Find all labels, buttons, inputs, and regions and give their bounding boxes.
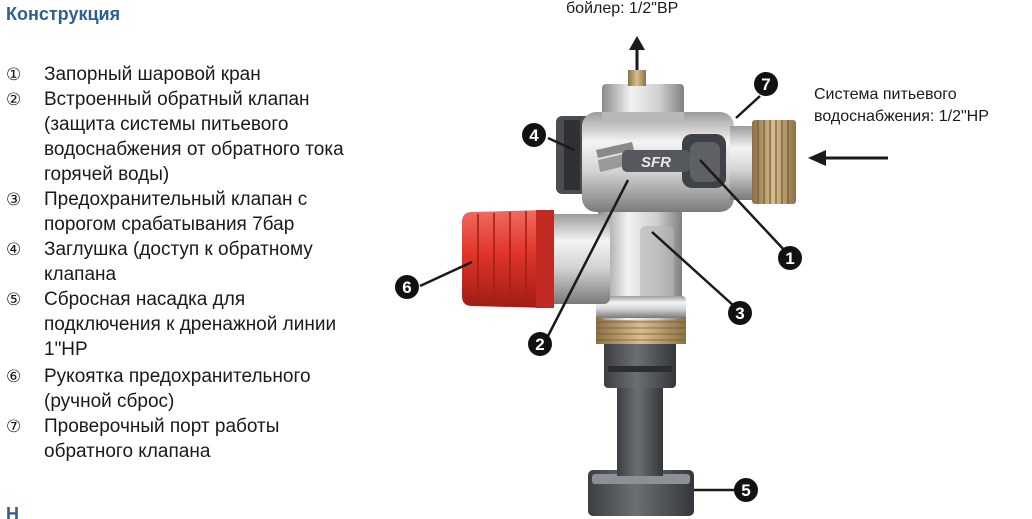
safety-valve-body bbox=[596, 196, 686, 320]
legend-text: Рукоятка предохранительного (ручной сбро… bbox=[44, 366, 311, 412]
callout-number: 6 bbox=[402, 278, 411, 297]
legend-marker: ⑦ bbox=[6, 417, 22, 436]
legend-marker: ④ bbox=[6, 240, 22, 259]
section-title: Конструкция bbox=[6, 4, 121, 24]
callout-number: 2 bbox=[535, 335, 544, 354]
legend-text: Запорный шаровой кран bbox=[44, 64, 261, 85]
callout-6: 6 bbox=[395, 275, 419, 299]
brand-tag-text: SFR bbox=[641, 154, 671, 171]
legend-marker: ⑥ bbox=[6, 367, 22, 386]
legend-item-1: ① Запорный шаровой кран bbox=[6, 62, 366, 87]
legend-item-5: ⑤ Сбросная насадка для подключения к дре… bbox=[6, 287, 366, 362]
leader-line-3 bbox=[651, 231, 735, 307]
legend-text: Проверочный порт работы обратного клапан… bbox=[44, 416, 280, 462]
legend-item-6: ⑥ Рукоятка предохранительного (ручной сб… bbox=[6, 364, 366, 414]
callout-number: 4 bbox=[529, 126, 539, 145]
outflow-arrow-icon bbox=[629, 36, 645, 72]
legend-marker: ② bbox=[6, 90, 22, 109]
legend-item-4: ④ Заглушка (доступ к обратному клапана bbox=[6, 237, 366, 287]
callout-5: 5 bbox=[734, 478, 758, 502]
water-system-label-line1: Система питьевого bbox=[814, 86, 957, 103]
legend-marker: ③ bbox=[6, 190, 22, 209]
water-system-label-line2: водоснабжения: 1/2"НР bbox=[814, 108, 989, 125]
callout-3: 3 bbox=[728, 301, 752, 325]
leader-lines bbox=[419, 95, 787, 492]
callout-4: 4 bbox=[522, 123, 546, 147]
callout-number: 1 bbox=[785, 249, 794, 268]
callout-7: 7 bbox=[754, 72, 778, 96]
next-section-heading-cut: Н bbox=[6, 507, 19, 519]
leader-line-6 bbox=[419, 260, 473, 288]
brass-thread-bottom bbox=[596, 316, 686, 344]
inflow-arrow-icon bbox=[808, 150, 888, 166]
legend-text: Предохранительный клапан с порогом сраба… bbox=[44, 189, 308, 235]
drain-outlet bbox=[588, 340, 694, 516]
leader-line-1 bbox=[699, 159, 787, 253]
brand-tag: SFR bbox=[622, 150, 690, 172]
legend-item-7: ⑦ Проверочный порт работы обратного клап… bbox=[6, 414, 366, 464]
boiler-connection-label: бойлер: 1/2"ВР bbox=[566, 0, 679, 17]
leader-line-4 bbox=[547, 136, 575, 152]
top-nut bbox=[602, 70, 684, 122]
legend-item-3: ③ Предохранительный клапан с порогом сра… bbox=[6, 187, 366, 237]
legend-marker: ⑤ bbox=[6, 290, 22, 309]
legend-text: Заглушка (доступ к обратному клапана bbox=[44, 239, 313, 285]
brass-thread-right bbox=[730, 120, 796, 204]
callout-number: 5 bbox=[741, 481, 750, 500]
leader-line-7 bbox=[735, 95, 761, 119]
red-release-handle bbox=[462, 210, 610, 308]
callout-2: 2 bbox=[528, 332, 552, 356]
legend-text: Сбросная насадка для подключения к дрена… bbox=[44, 289, 337, 360]
callout-1: 1 bbox=[778, 246, 802, 270]
legend-item-2: ② Встроенный обратный клапан (защита сис… bbox=[6, 87, 366, 187]
callout-number: 3 bbox=[735, 304, 744, 323]
callout-number: 7 bbox=[761, 75, 770, 94]
water-system-label: Система питьевого водоснабжения: 1/2"НР bbox=[814, 84, 1032, 128]
legend-text: Встроенный обратный клапан (защита систе… bbox=[44, 89, 344, 185]
leader-line-2 bbox=[546, 179, 630, 337]
legend-marker: ① bbox=[6, 65, 22, 84]
